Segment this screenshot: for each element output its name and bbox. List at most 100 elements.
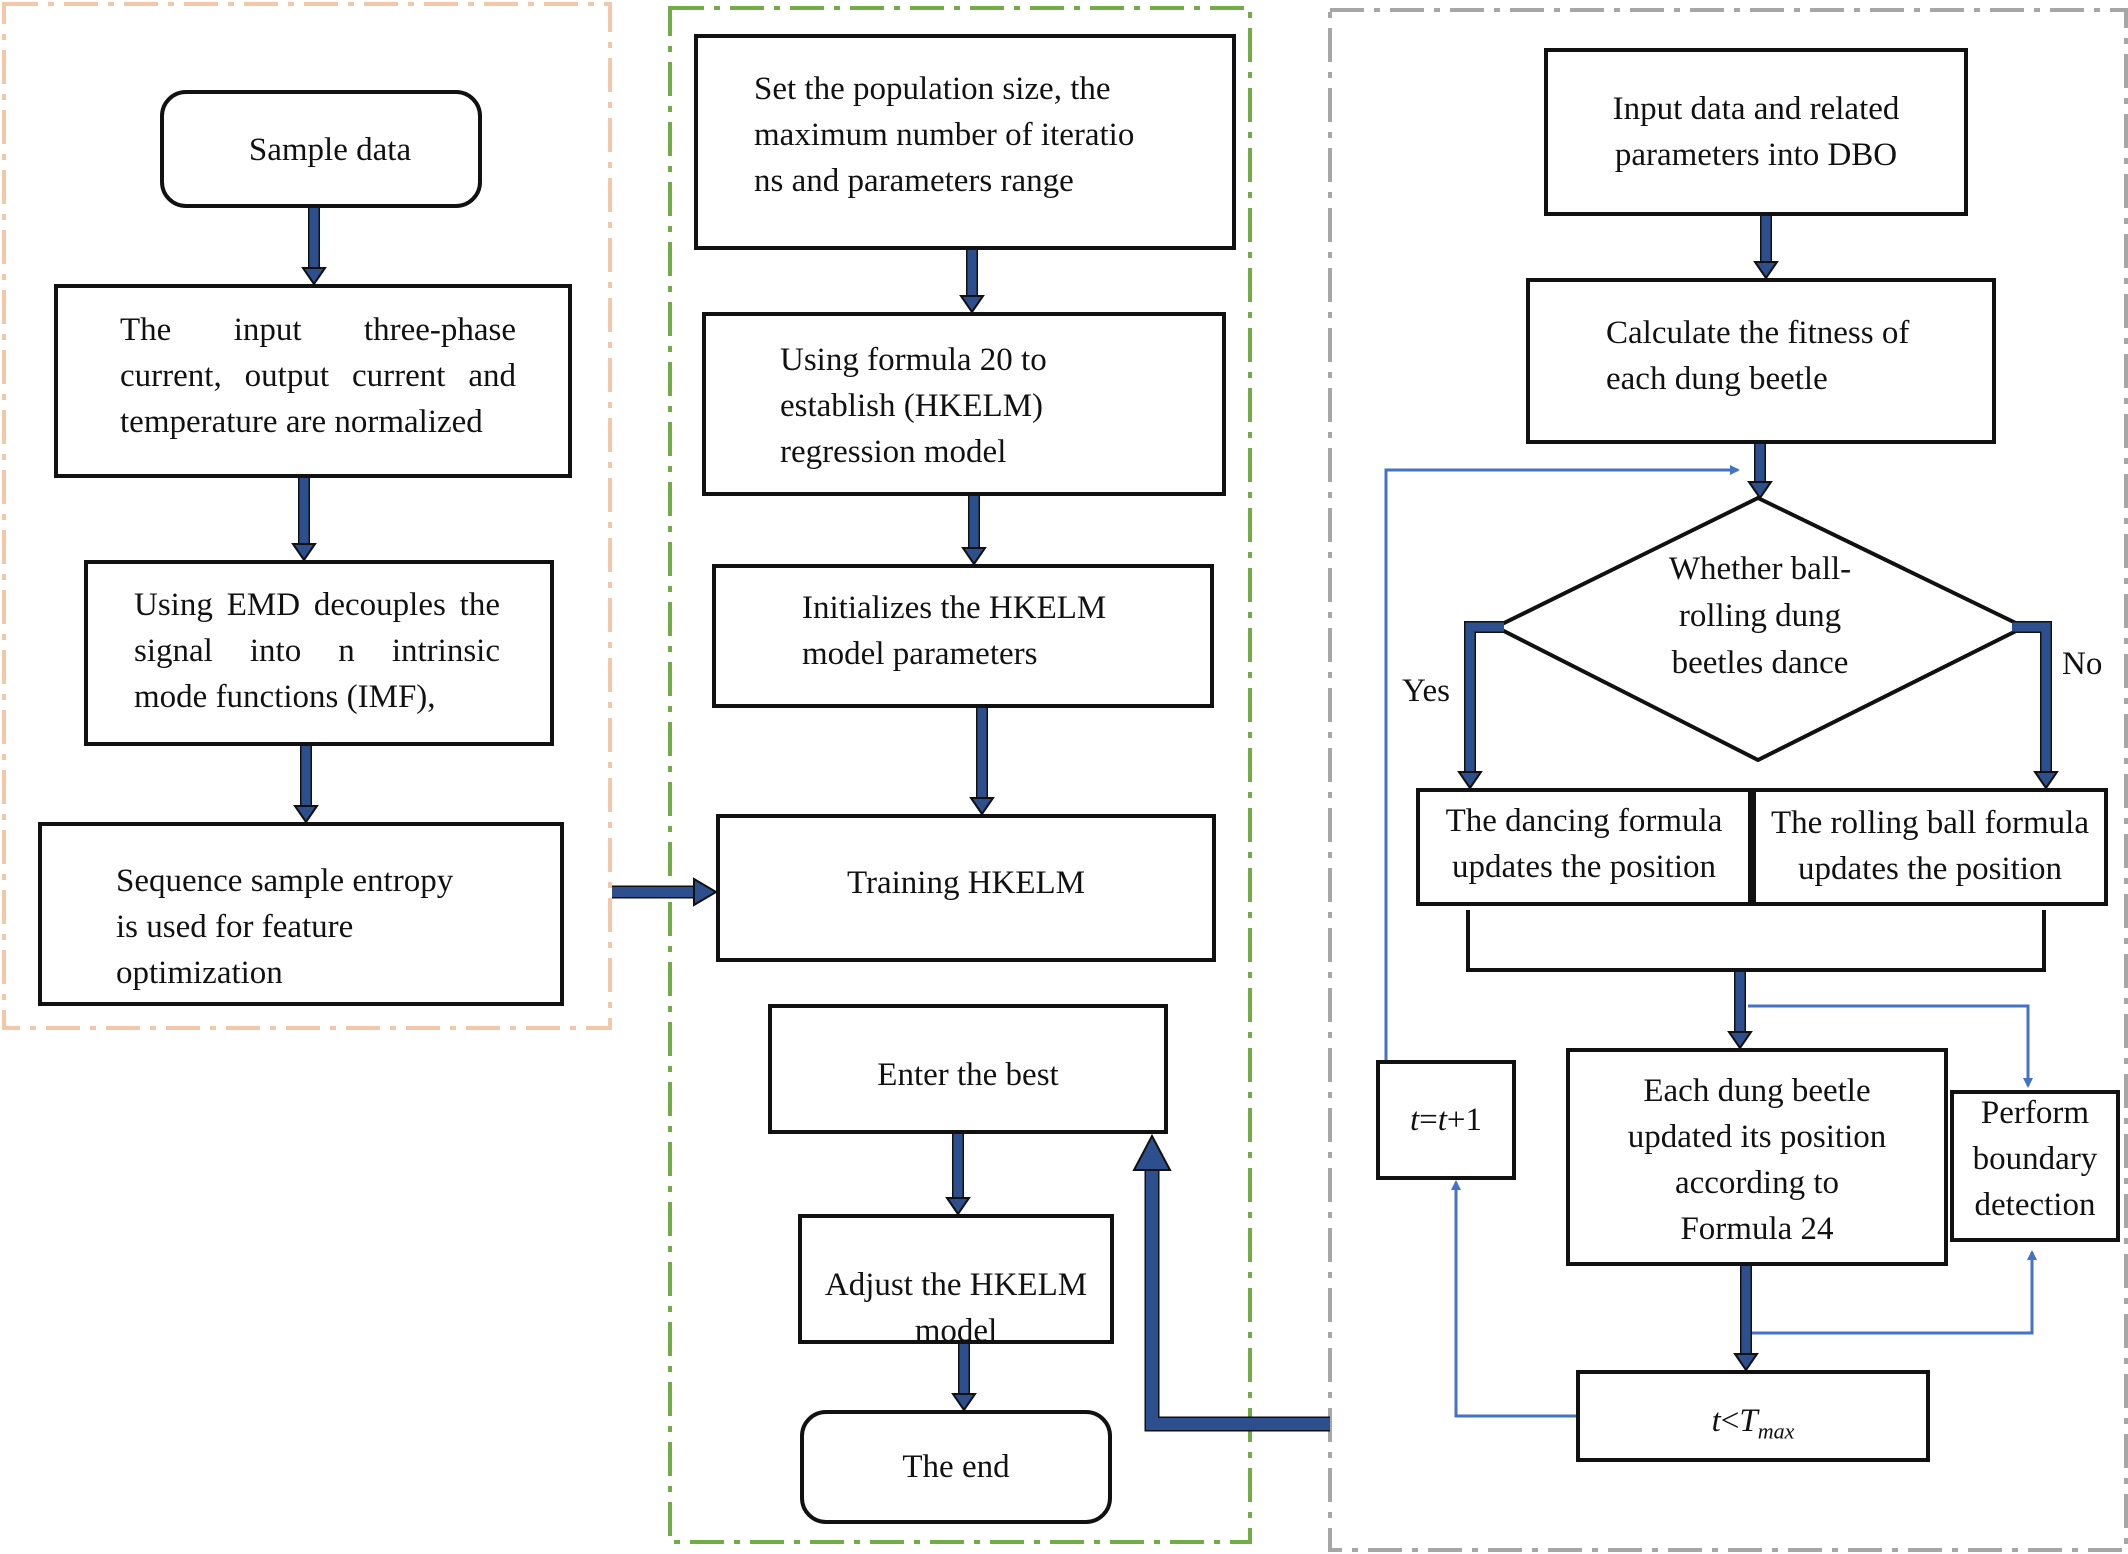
normalize-line-2: current, output current and	[120, 358, 516, 394]
update-line-1: Each dung beetle	[1643, 1073, 1871, 1109]
emd-node	[84, 560, 554, 746]
adjust-node: Adjust the HKELM model	[798, 1214, 1114, 1344]
arrow-normalize-to-emd-head	[291, 543, 317, 562]
input-dbo-line-2: parameters into DBO	[1614, 137, 1898, 173]
arrow-sample-to-normalize-head	[301, 267, 327, 286]
arrow-no-branch-shaft-outline	[2012, 621, 2052, 772]
update-line-4: Formula 24	[1680, 1211, 1834, 1247]
tmax-to-counter-line	[1451, 1180, 1576, 1418]
end-label: The end	[902, 1449, 1010, 1485]
update-position-node	[1566, 1048, 1948, 1266]
decision-line-3: beetles dance	[1671, 645, 1849, 681]
arrow-no-branch-head	[2033, 771, 2059, 790]
right-panel-frame	[1328, 8, 2128, 1552]
init-node	[712, 564, 1214, 708]
counter-label: t=t+1	[1376, 1097, 1516, 1143]
population-line-1: Set the population size, the	[754, 71, 1111, 107]
dancing-line-1: The dancing formula	[1445, 803, 1723, 839]
counter-eq: =	[1419, 1102, 1438, 1138]
enter-best-label: Enter the best	[877, 1057, 1059, 1093]
formula20-line-2: establish (HKELM)	[780, 388, 1044, 424]
adjust-line-1: Adjust the HKELM	[824, 1267, 1088, 1303]
left-panel-frame	[2, 2, 612, 1030]
rolling-line-1: The rolling ball formula	[1771, 805, 2089, 841]
arrow-population-to-formula-head	[959, 295, 985, 314]
sample-data-label: Sample data	[248, 132, 412, 168]
emd-line-2: signal into n intrinsic	[134, 633, 500, 669]
boundary-top-line	[1748, 1004, 2033, 1088]
normalize-line-1: The input three-phase	[120, 312, 516, 348]
dancing-line-2: updates the position	[1452, 849, 1716, 885]
entropy-node: Sequence sample entropy is used for feat…	[38, 822, 564, 1006]
end-node	[800, 1410, 1112, 1524]
tmax-node	[1576, 1370, 1930, 1462]
boundary-bottom-line	[1748, 1250, 2037, 1335]
arrow-right-to-best-head	[1132, 1133, 1172, 1171]
arrow-right-to-best-shaft	[1146, 1170, 1330, 1430]
boundary-line-2: boundary	[1972, 1141, 2098, 1177]
normalize-line-3: temperature are normalized	[120, 404, 483, 440]
merge-connector	[1466, 910, 2046, 972]
tmax-sub: max	[1757, 1418, 1795, 1444]
sample-data-node	[160, 90, 482, 208]
update-line-3: according to	[1674, 1165, 1840, 1201]
fitness-line-2: each dung beetle	[1606, 361, 1828, 397]
counter-plus: +1	[1446, 1102, 1483, 1138]
arrow-yes-branch-shaft-outline	[1464, 621, 1504, 772]
formula20-node	[702, 312, 1226, 496]
arrow-yes-branch-head	[1457, 771, 1483, 790]
arrow-left-to-middle-head	[693, 877, 718, 907]
entropy-line-3: optimization	[116, 955, 283, 991]
counter-t2: t	[1437, 1102, 1447, 1138]
loop-back-line	[1384, 465, 1740, 1060]
rolling-line-2: updates the position	[1798, 851, 2062, 887]
block-arrows	[291, 208, 2059, 1432]
decision-line-1: Whether ball-	[1668, 551, 1852, 587]
tmax-T: T	[1739, 1403, 1758, 1439]
middle-panel-frame	[668, 6, 1252, 1544]
emd-line-3: mode functions (IMF),	[134, 679, 436, 715]
entropy-line-2: is used for feature	[116, 909, 354, 945]
emd-line-1: Using EMD decouples the	[134, 587, 500, 623]
no-label: No	[2062, 646, 2103, 682]
init-line-2: model parameters	[802, 636, 1038, 672]
yes-label: Yes	[1402, 673, 1451, 709]
tmax-t: t	[1711, 1403, 1721, 1439]
input-dbo-node	[1544, 48, 1968, 216]
boundary-node	[1950, 1090, 2120, 1242]
rolling-node	[1752, 788, 2108, 906]
fitness-line-1: Calculate the fitness of	[1606, 315, 1910, 351]
population-line-3: ns and parameters range	[754, 163, 1074, 199]
arrow-merge-to-update-head	[1727, 1031, 1753, 1050]
formula20-line-1: Using formula 20 to	[780, 342, 1047, 378]
arrow-adjust-to-end-head	[951, 1393, 977, 1412]
training-label: Training HKELM	[846, 865, 1086, 901]
update-line-2: updated its position	[1627, 1119, 1887, 1155]
dancing-node	[1416, 788, 1752, 906]
arrow-formula-to-init-head	[961, 547, 987, 566]
normalize-node	[54, 284, 572, 478]
arrow-emd-to-entropy-head	[293, 805, 319, 824]
arrow-right-to-best-shaft-outline	[1144, 1170, 1330, 1432]
training-node	[716, 814, 1216, 962]
entropy-line-1: Sequence sample entropy	[116, 863, 454, 899]
init-line-1: Initializes the HKELM	[802, 590, 1107, 626]
arrow-fitness-to-decision-head	[1747, 481, 1773, 500]
population-line-2: maximum number of iteratio	[754, 117, 1135, 153]
decision-diamond	[1491, 495, 2029, 763]
adjust-line-2: model	[914, 1313, 998, 1344]
input-dbo-line-1: Input data and related	[1612, 91, 1900, 127]
arrow-best-to-adjust-head	[945, 1197, 971, 1216]
arrow-init-to-training-head	[969, 797, 995, 816]
tmax-label: t<Tmax	[1576, 1398, 1930, 1455]
population-node	[694, 34, 1236, 250]
enter-best-node	[768, 1004, 1168, 1134]
fitness-node	[1526, 278, 1996, 444]
arrow-no-branch-shaft	[2012, 622, 2051, 772]
boundary-line-1: Perform	[1980, 1095, 2090, 1131]
decision-line-2: rolling dung	[1678, 598, 1842, 634]
counter-t: t	[1409, 1102, 1420, 1138]
counter-node	[1376, 1060, 1516, 1180]
arrow-input-to-fitness-head	[1753, 261, 1779, 280]
